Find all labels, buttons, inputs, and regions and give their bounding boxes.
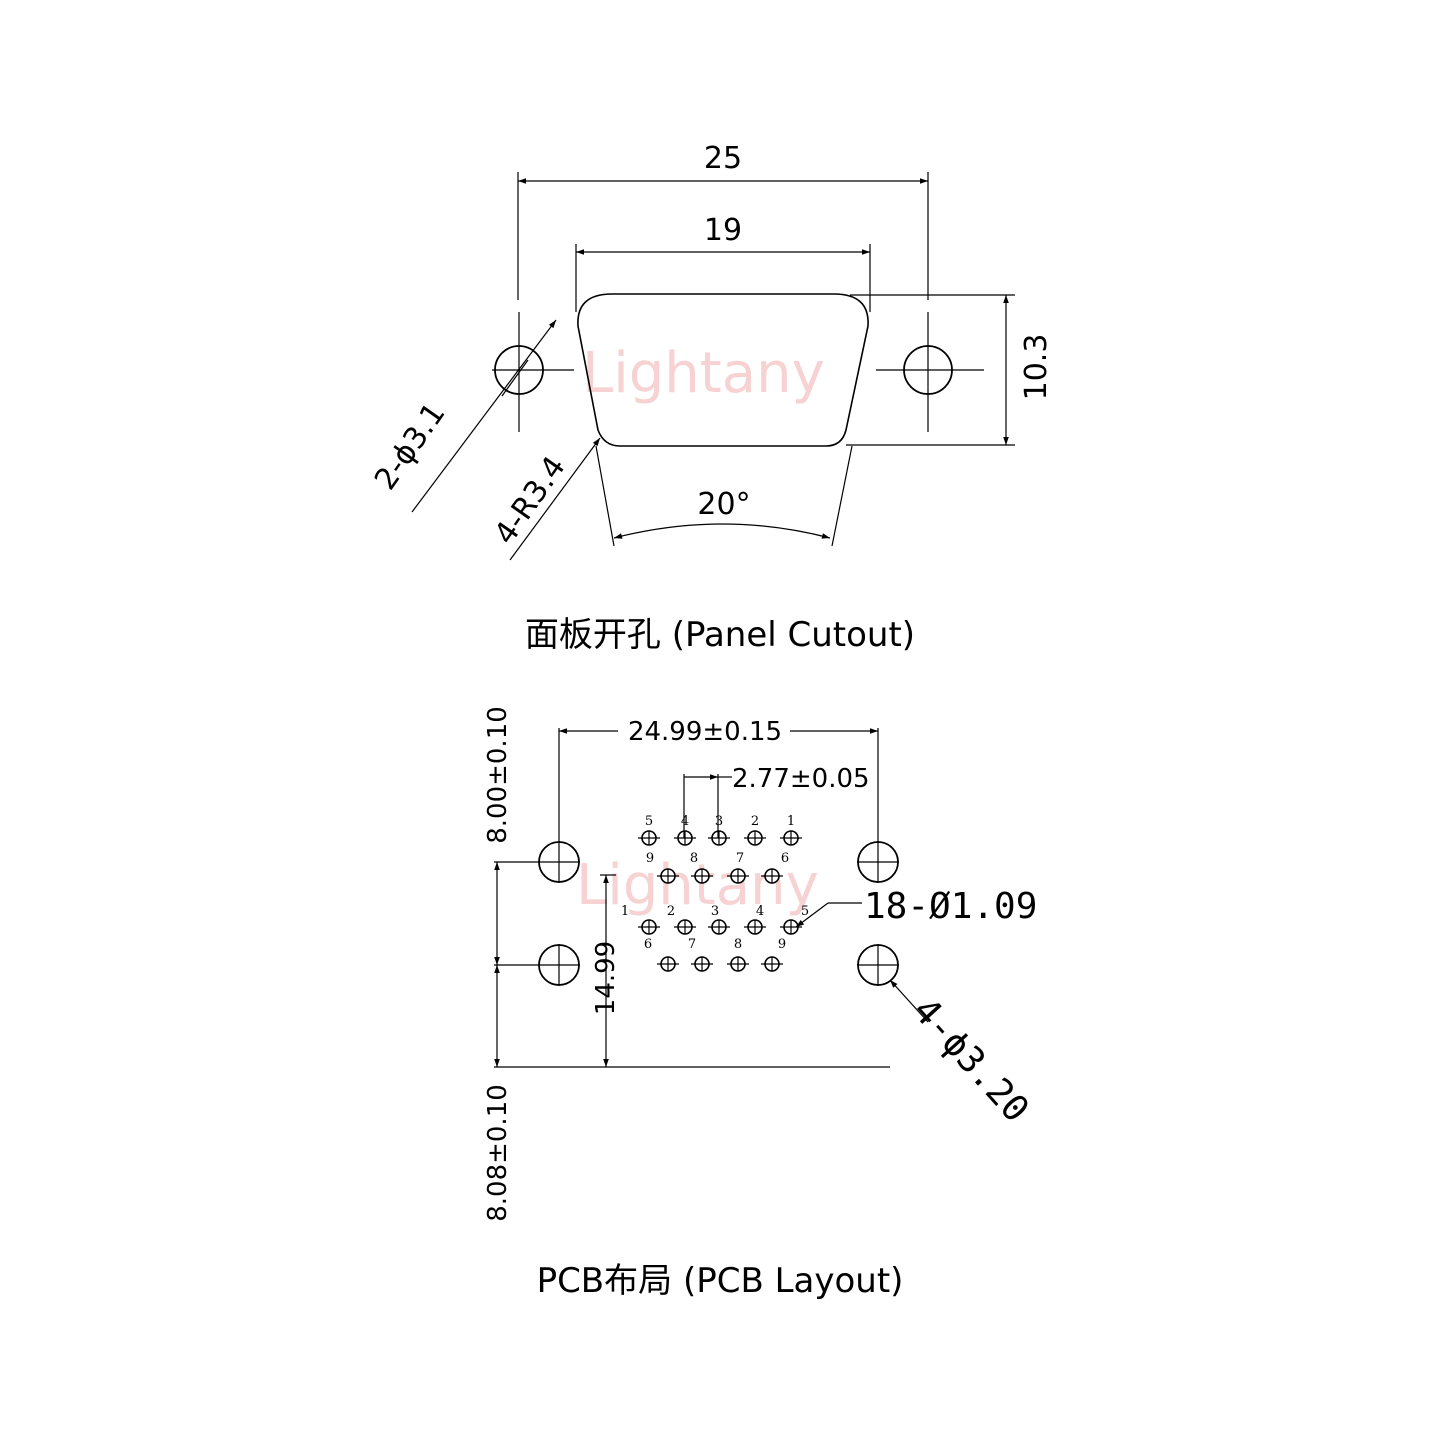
pin-label-lower-row2-7: 7 (688, 937, 696, 952)
pin-label-upper-row2-9: 9 (646, 851, 654, 866)
d-shell-cutout (577, 293, 869, 447)
dim-corner-radius: 4-R3.4 (488, 450, 573, 551)
watermark: Lightany (582, 341, 825, 406)
pcb-caption: PCB布局 (PCB Layout) (537, 1261, 904, 1301)
pin-label-upper-row1-2: 2 (751, 814, 759, 829)
pin-array: 5 4 3 2 1 9 8 7 6 1 2 3 4 5 6 7 8 9 (621, 814, 809, 972)
panel-caption: 面板开孔 (Panel Cutout) (525, 615, 915, 655)
dim-mount-holes: 4-ϕ3.20 (905, 990, 1037, 1130)
pin-label-upper-row1-3: 3 (715, 814, 723, 829)
dim-row-spacing: 14.99 (591, 941, 621, 1015)
watermark-pcb: Lightany (576, 853, 819, 918)
pin-label-lower-row1-5: 5 (801, 904, 809, 919)
pin-label-upper-row2-6: 6 (781, 851, 789, 866)
pin-label-lower-row2-8: 8 (734, 937, 742, 952)
pin-label-upper-row2-8: 8 (690, 851, 698, 866)
dim-pin-holes: 18-Ø1.09 (864, 886, 1037, 927)
pin-label-lower-row2-6: 6 (644, 937, 652, 952)
pin-label-lower-row2-9: 9 (778, 937, 786, 952)
panel-cutout-view: Lightany 25 19 10.3 2-ϕ3.1 4-R3.4 (368, 141, 1054, 655)
dim-angle: 20° (697, 487, 750, 522)
pin-label-lower-row1-1: 1 (621, 904, 629, 919)
dim-panel-holes: 2-ϕ3.1 (368, 397, 453, 497)
dim-shell-width: 19 (704, 213, 742, 248)
pin-label-lower-row1-2: 2 (667, 904, 675, 919)
pcb-layout-view: Lightany 5 4 3 2 1 9 8 7 6 1 2 3 4 5 6 7 8 9 24.99±0.15 2… (483, 706, 1037, 1301)
dim-top-offset: 8.00±0.10 (483, 706, 513, 844)
dim-pin-pitch: 2.77±0.05 (732, 764, 870, 794)
dim-hole-spacing: 24.99±0.15 (628, 717, 782, 747)
pin-label-upper-row1-5: 5 (645, 814, 653, 829)
pin-label-lower-row1-3: 3 (711, 904, 719, 919)
pin-label-upper-row1-1: 1 (787, 814, 795, 829)
dim-bottom-offset: 8.08±0.10 (483, 1084, 513, 1222)
pin-label-upper-row2-7: 7 (736, 851, 744, 866)
pin-label-upper-row1-4: 4 (681, 814, 689, 829)
dim-shell-height: 10.3 (1019, 334, 1054, 401)
pin-label-lower-row1-4: 4 (756, 904, 764, 919)
dim-total-width: 25 (704, 141, 742, 176)
